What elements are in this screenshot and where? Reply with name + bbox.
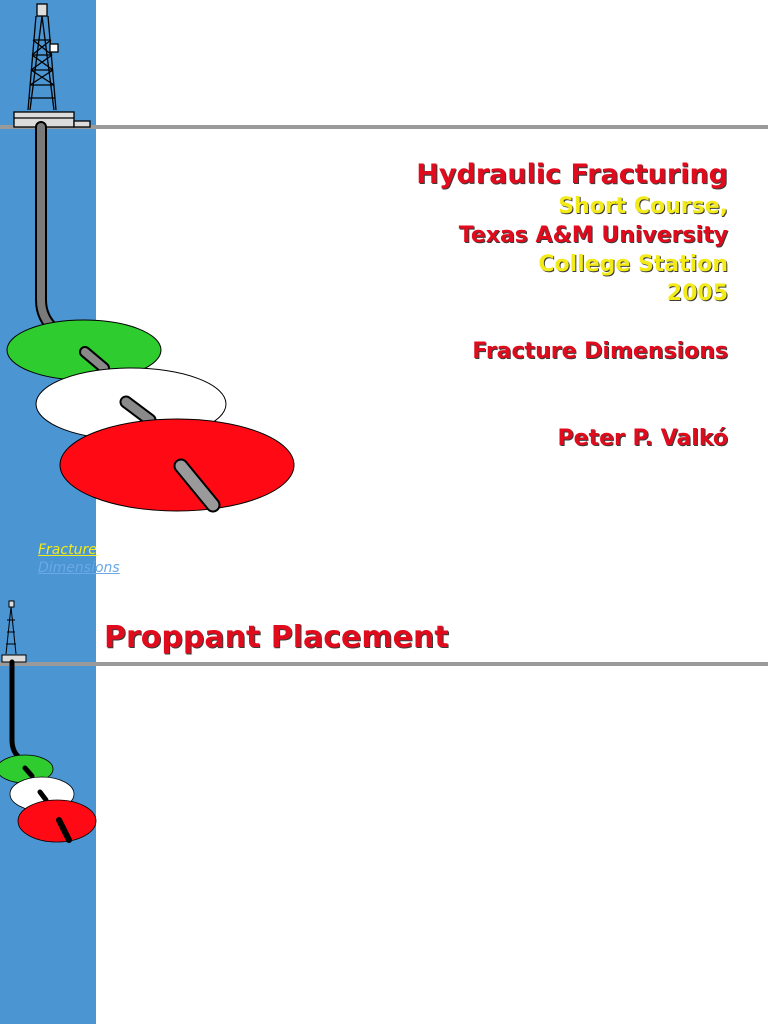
author-line: Peter P. Valkó <box>557 426 728 451</box>
small-well-fracture-illustration <box>0 600 97 843</box>
university-line: Texas A&M University <box>458 223 728 248</box>
top-divider-line <box>0 125 768 129</box>
topic-line: Fracture Dimensions <box>472 339 728 364</box>
link-text-line2[interactable]: Dimensions <box>38 560 120 576</box>
proppant-placement-title: Proppant Placement <box>104 620 449 655</box>
fracture-dimensions-link[interactable]: Fracture Dimensions <box>38 541 148 577</box>
location-line: College Station <box>538 252 728 277</box>
course-subtitle-line: Short Course, <box>558 194 728 219</box>
slide1-title-block: Hydraulic Fracturing Short Course, Texas… <box>416 158 728 453</box>
year-line: 2005 <box>666 281 728 306</box>
well-fracture-illustration <box>6 3 295 513</box>
course-title: Hydraulic Fracturing <box>416 159 728 190</box>
left-sidebar-band <box>0 0 96 1024</box>
small-drilling-derrick-icon <box>1 600 27 663</box>
lower-divider-line <box>0 662 768 666</box>
link-text-line1[interactable]: Fracture <box>38 542 97 558</box>
